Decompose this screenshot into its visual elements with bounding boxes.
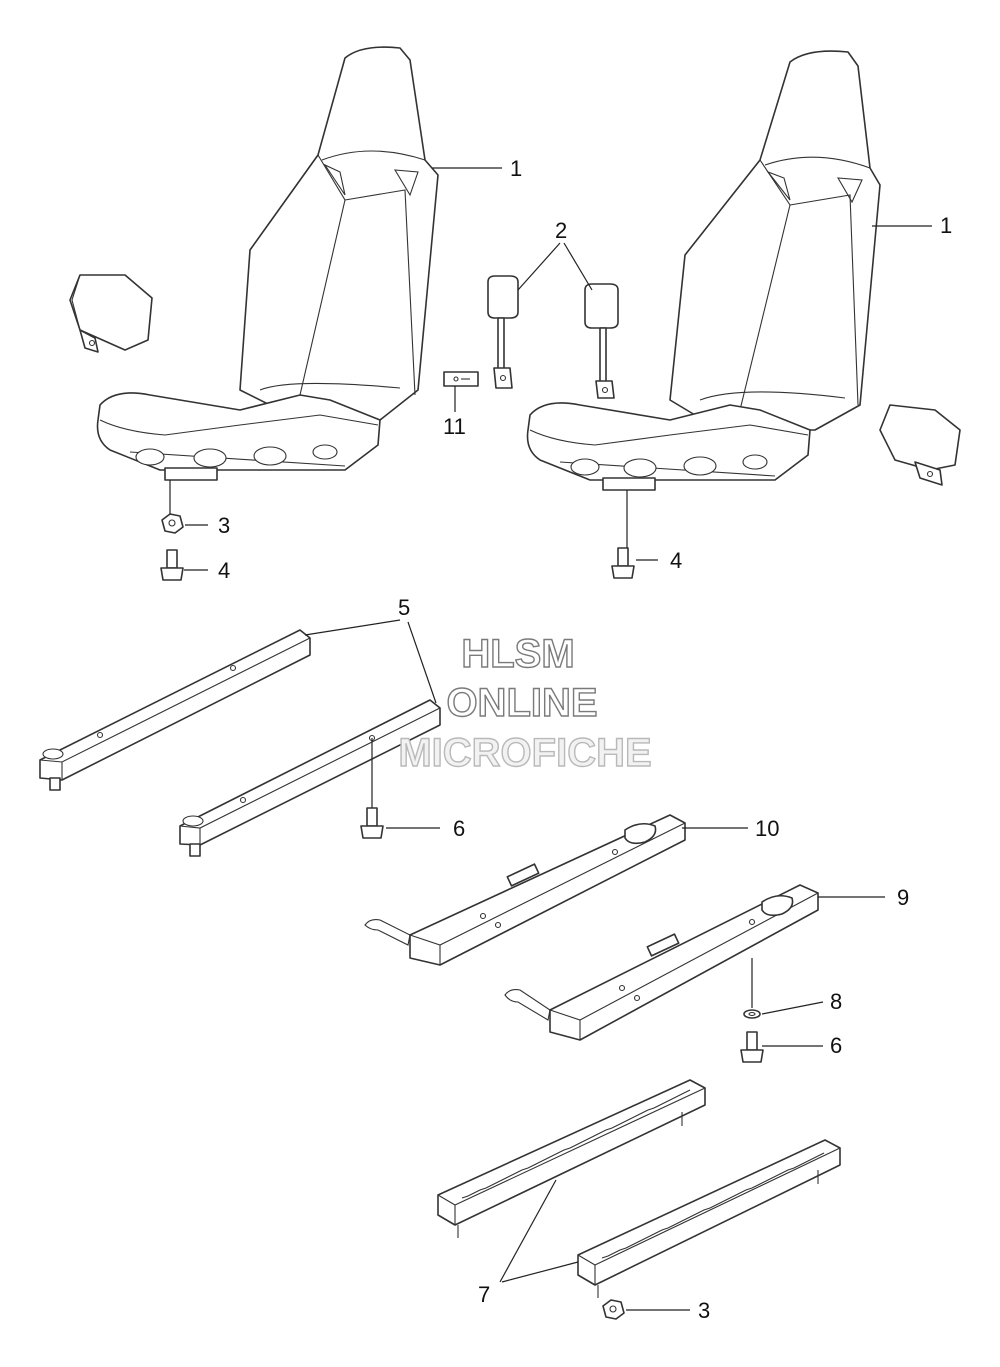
base-rail-upper[interactable] <box>437 1079 706 1238</box>
callout-label-plate: 11 <box>443 414 466 439</box>
watermark: HLSM ONLINE MICROFICHE <box>398 631 653 775</box>
bolt-rail[interactable] <box>740 1031 764 1063</box>
callout-bolt-left: 4 <box>218 558 230 583</box>
watermark-line2: ONLINE <box>446 681 597 725</box>
bolt-right-seat[interactable] <box>611 547 635 579</box>
callout-bolt-rail: 6 <box>830 1033 842 1058</box>
seat-slide-rail-lower[interactable] <box>504 884 819 1041</box>
seat-cushion-block-left[interactable] <box>69 274 153 353</box>
callout-rail-lower: 9 <box>897 885 909 910</box>
seat-cushion-block-right[interactable] <box>879 404 961 486</box>
seat-left[interactable] <box>96 46 439 481</box>
seat-belt-buckle-left[interactable] <box>487 275 519 389</box>
nut-base-rail[interactable] <box>602 1299 625 1320</box>
bolt-bracket[interactable] <box>360 807 384 839</box>
callout-washer: 8 <box>830 989 842 1014</box>
bolt-left-seat[interactable] <box>160 549 184 581</box>
seat-slide-rail-upper[interactable] <box>364 814 686 966</box>
seat-belt-buckle-right[interactable] <box>584 283 619 399</box>
callout-seat-left: 1 <box>510 156 522 181</box>
watermark-line3: MICROFICHE <box>398 731 651 775</box>
callout-bolt-right: 4 <box>670 548 682 573</box>
callout-seat-right: 1 <box>940 213 952 238</box>
callout-buckles: 2 <box>555 218 567 243</box>
seat-bracket-lower[interactable] <box>179 699 441 857</box>
seat-right[interactable] <box>526 50 881 491</box>
leader-lines <box>184 167 932 1311</box>
callout-base-rails: 7 <box>478 1282 490 1307</box>
callout-bolt-bracket: 6 <box>453 816 465 841</box>
callout-rail-upper: 10 <box>755 816 779 841</box>
callout-brackets: 5 <box>398 595 410 620</box>
callouts: 1 1 2 11 3 4 4 5 6 10 9 8 6 7 3 <box>218 156 952 1323</box>
label-plate[interactable] <box>443 371 479 387</box>
callout-nut-left: 3 <box>218 513 230 538</box>
callout-nut-base: 3 <box>698 1298 710 1323</box>
washer[interactable] <box>743 1009 761 1019</box>
nut-left-seat[interactable] <box>161 513 184 534</box>
base-rail-lower[interactable] <box>577 1139 841 1298</box>
seat-bracket-upper[interactable] <box>39 629 311 791</box>
watermark-line1: HLSM <box>461 632 574 676</box>
